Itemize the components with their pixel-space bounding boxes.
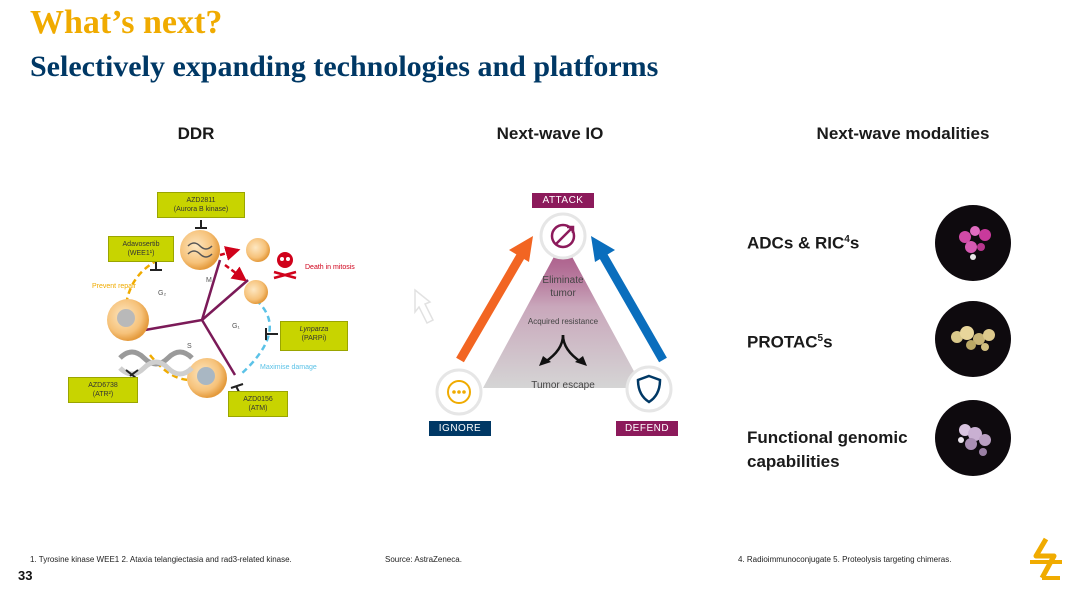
tag-azd6738-name: AZD6738 [88,382,118,389]
ignore-label: IGNORE [429,421,491,436]
column-heading-ddr: DDR [177,124,215,143]
dots-bubble-icon [447,380,471,404]
io-triangle [483,240,643,388]
tag-azd2811-target: (Aurora B kinase) [173,206,229,213]
molecule-lilac-icon [935,400,1011,476]
molecule-magenta-icon [935,205,1011,281]
molecule-gold-icon [935,301,1011,377]
prevent-repair-label: Prevent repair [92,283,137,290]
acquired-resistance-label: Acquired resistance [528,317,599,326]
maximise-damage-label: Maximise damage [260,364,317,371]
cursor-outline-icon [414,288,435,325]
page-number: 33 [18,568,33,583]
modality-protac-label: PROTAC [747,332,818,352]
source-note: Source: AstraZeneca. [385,555,462,564]
tag-lynparza-target: (PARPi) [301,335,327,342]
slide-subtitle: Selectively expanding technologies and p… [30,50,659,83]
cell-g2 [180,230,220,270]
footnote-right: 4. Radioimmunoconjugate 5. Proteolysis t… [738,555,952,564]
death-in-mitosis-label: Death in mitosis [305,264,355,271]
tag-azd2811-name: AZD2811 [186,197,216,204]
defend-label: DEFEND [616,421,678,436]
attack-arrow-left [456,249,527,363]
tag-adavosertib: Adavosertib (WEE1¹) [108,236,174,262]
repair-cycle-arc-lower [149,354,191,382]
death-arrow [224,264,247,282]
tag-lynparza: Lynparza (PARPi) [280,321,348,351]
eliminate-label-1: Eliminate [542,275,584,286]
modality-adcs-footnote: 4 [844,234,850,245]
tag-azd0156: AZD0156 (ATM) [228,391,288,417]
io-cycle-diagram: Eliminate tumor Acquired resistance Tumo… [414,212,673,416]
ddr-cell-cycle-diagram: M G₂ G₁ S Prevent repair Death in mitosi… [92,220,355,398]
tag-azd6738: AZD6738 (ATR²) [68,377,138,403]
death-arrow [219,246,241,261]
phase-g1-label: G₁ [232,323,240,330]
skull-icon [273,252,297,280]
modality-adcs-suffix: s [849,233,860,253]
cell-m-lower [244,280,268,304]
column-heading-modalities: Next-wave modalities [816,124,990,143]
tag-azd6738-target: (ATR²) [92,391,114,398]
modality-protacs: PROTAC5s [747,327,833,355]
phase-s-label: S [187,343,192,350]
tag-adavosertib-name: Adavosertib [122,241,160,248]
eliminate-label-2: tumor [550,288,576,299]
tag-adavosertib-target: (WEE1¹) [127,250,155,257]
tag-lynparza-name: Lynparza [299,326,329,333]
phase-m-label: M [206,277,212,284]
modality-protac-footnote: 5 [817,333,824,344]
tumor-escape-label: Tumor escape [531,380,595,391]
attack-arrow-right [597,249,667,363]
astrazeneca-logo-icon [1030,537,1062,580]
tag-azd2811: AZD2811 (Aurora B kinase) [157,192,245,218]
column-heading-io: Next-wave IO [496,124,604,143]
footnote-left: 1. Tyrosine kinase WEE1 2. Ataxia telang… [30,555,292,564]
modality-adcs-ric: ADCs & RIC4s [747,228,859,256]
modality-protac-suffix: s [823,332,833,352]
tag-azd0156-target: (ATM) [248,405,268,412]
modality-functional-genomic: Functional genomic capabilities [747,426,908,474]
cell-m-upper [246,238,270,262]
shield-icon [636,374,662,404]
arrow-target-icon [550,223,576,249]
modality-functional-label-1: Functional genomic [747,428,908,447]
modality-adcs-label: ADCs & RIC [747,233,845,253]
attack-label: ATTACK [532,193,594,208]
tag-azd0156-name: AZD0156 [243,396,273,403]
modality-functional-label-2: capabilities [747,452,840,471]
slide-title: What’s next? [30,4,223,41]
damage-cycle-arc [239,299,271,376]
phase-g2-label: G₂ [158,290,166,297]
